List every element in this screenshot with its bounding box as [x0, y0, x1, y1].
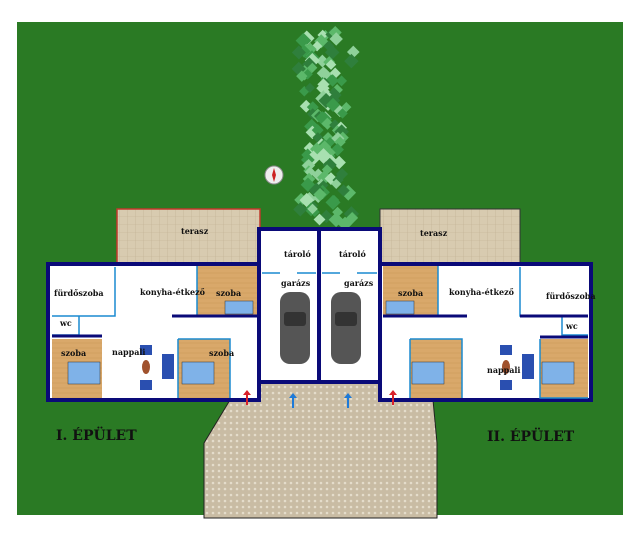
tree-leaf	[319, 68, 332, 81]
room-label: szoba	[209, 348, 234, 358]
tree-leaf	[326, 74, 339, 87]
living-furniture	[140, 345, 534, 390]
tree-leaf	[299, 192, 315, 208]
tree-leaf	[322, 157, 337, 172]
terrace-label: terasz	[181, 226, 209, 236]
tree-leaf	[337, 108, 348, 119]
tree-leaf	[316, 81, 330, 95]
tree-leaf	[346, 212, 359, 224]
room-label: szoba	[61, 348, 86, 358]
tree-leaf	[313, 213, 326, 226]
terrace-left	[116, 208, 261, 266]
tree-leaf	[311, 124, 324, 137]
terrace-label: terasz	[420, 228, 448, 238]
building-1-title: I. ÉPÜLET	[56, 425, 137, 444]
entry-arrow-icon	[389, 390, 397, 405]
living-label: nappali	[487, 365, 520, 375]
tree-leaf	[291, 45, 306, 60]
tree-leaf	[307, 62, 318, 73]
entry-arrow-icon	[289, 393, 297, 408]
kitchen-label: konyha-étkező	[449, 287, 515, 297]
tree-leaf	[311, 168, 325, 182]
entry-arrow-icon	[344, 393, 352, 408]
tree-leaf	[325, 59, 337, 70]
tree-row	[291, 25, 360, 232]
tree-leaf	[335, 167, 349, 181]
tree-leaf	[324, 137, 336, 148]
tree-leaf	[313, 187, 327, 202]
bathroom-label: fürdőszoba	[546, 291, 596, 301]
tree-leaf	[323, 40, 335, 52]
tree-leaf	[332, 155, 346, 170]
tree-leaf	[302, 159, 316, 173]
tree-leaf	[319, 209, 334, 224]
tree-leaf	[329, 194, 340, 206]
bathroom-label: fürdőszoba	[54, 288, 104, 298]
building-2-title: II. ÉPÜLET	[487, 426, 575, 445]
entry-arrow-icon	[243, 390, 251, 405]
terrace-right	[379, 208, 521, 266]
tree-leaf	[340, 185, 357, 201]
tree-leaf	[316, 111, 329, 124]
compass-icon	[264, 165, 284, 185]
tree-leaf	[317, 29, 328, 41]
tree-leaf	[318, 180, 329, 191]
tree-leaf	[304, 82, 316, 93]
tree-leaf	[299, 86, 310, 97]
tree-leaf	[306, 101, 319, 114]
tree-leaf	[346, 45, 360, 59]
tree-leaf	[291, 61, 306, 77]
tree-leaf	[328, 212, 344, 228]
tree-leaf	[318, 93, 334, 109]
tree-leaf	[331, 178, 342, 190]
tree-leaf	[321, 117, 334, 130]
garage-label: garázs	[281, 278, 311, 288]
tree-leaf	[309, 142, 324, 156]
tree-leaf	[324, 45, 340, 60]
tree-leaf	[334, 124, 349, 140]
living-label: nappali	[112, 347, 145, 357]
tree-leaf	[321, 164, 333, 175]
room-label: szoba	[398, 288, 423, 298]
tree-leaf	[329, 32, 343, 46]
wc-label: wc	[59, 318, 72, 328]
car-icon	[331, 292, 361, 364]
tree-leaf	[336, 75, 348, 87]
tree-leaf	[329, 67, 341, 79]
tree-leaf	[300, 177, 316, 192]
storage-label: tároló	[284, 249, 311, 259]
wc-label: wc	[565, 321, 578, 331]
tree-leaf	[337, 184, 350, 197]
bed-icon	[67, 300, 575, 385]
tree-leaf	[344, 53, 359, 69]
tree-leaf	[324, 172, 338, 185]
kitchen-label: konyha-étkező	[140, 287, 206, 297]
storage-label: tároló	[339, 249, 366, 259]
room-label: szoba	[216, 288, 241, 298]
tree-leaf	[308, 182, 325, 199]
tree-leaf	[295, 32, 312, 49]
tree-leaf	[307, 203, 318, 215]
garage-label: garázs	[344, 278, 374, 288]
car-icon	[280, 292, 310, 364]
tree-leaf	[296, 70, 308, 82]
tree-leaf	[293, 202, 308, 217]
